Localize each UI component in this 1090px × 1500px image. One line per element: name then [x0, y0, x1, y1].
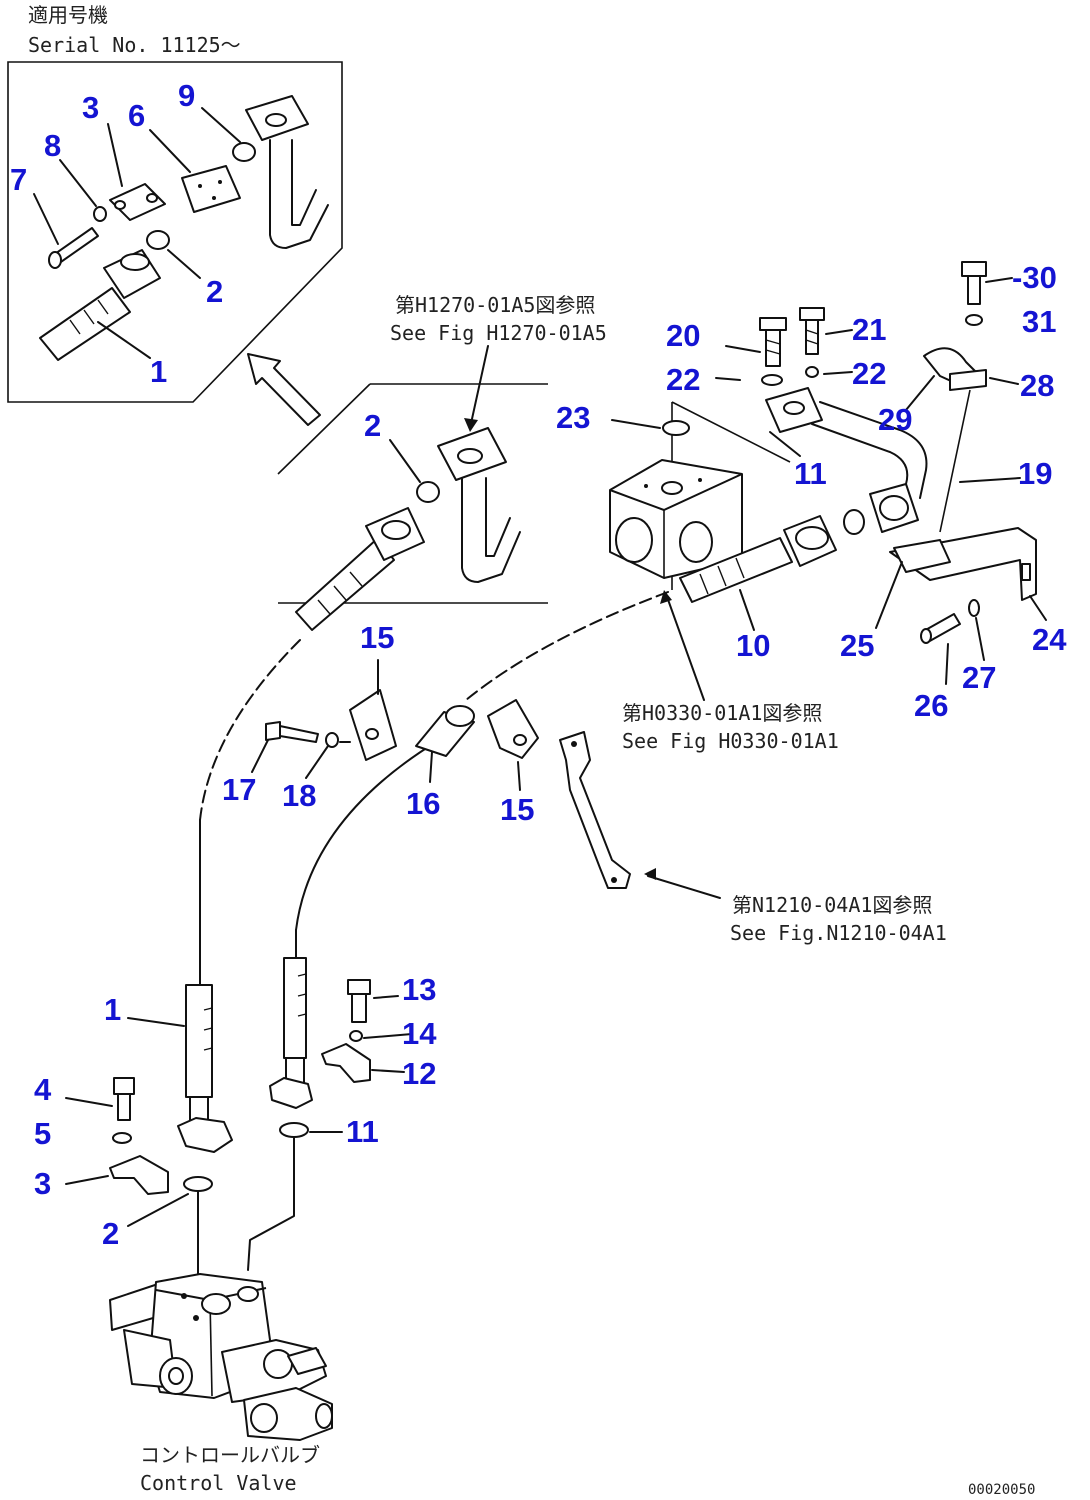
- washer-22-left: [761, 374, 783, 386]
- callout-5: 5: [34, 1116, 51, 1151]
- callout-22-right: 22: [852, 356, 886, 391]
- callout-19: 19: [1018, 456, 1052, 491]
- reference-h1270-en: See Fig H1270-01A5: [390, 321, 607, 345]
- serial-number-label: Serial No. 11125〜: [28, 33, 241, 57]
- callout-30: -30: [1012, 260, 1057, 295]
- bolt-30: [961, 261, 987, 305]
- callout-3-inset: 3: [82, 90, 99, 125]
- callout-10: 10: [736, 628, 770, 663]
- callout-9-inset: 9: [178, 78, 195, 113]
- o-ring-11-top: [843, 509, 865, 535]
- clamp-15-left: [349, 689, 397, 761]
- o-ring-23: [662, 420, 690, 436]
- pipe-1-lower: [177, 984, 233, 1153]
- reference-h0330-en: See Fig H0330-01A1: [622, 729, 839, 753]
- inset-plate: [181, 165, 241, 213]
- callout-27: 27: [962, 660, 996, 695]
- callout-1-lower: 1: [104, 992, 121, 1027]
- washer-14: [349, 1030, 363, 1042]
- callout-23: 23: [556, 400, 590, 435]
- callout-2-inset: 2: [206, 274, 223, 309]
- callout-14: 14: [402, 1016, 437, 1051]
- inset-washer: [93, 206, 107, 222]
- inset-arrow-icon: [247, 353, 321, 426]
- split-flange-12: [321, 1043, 371, 1083]
- callout-28: 28: [1020, 368, 1054, 403]
- applicable-models-label: 適用号機: [28, 3, 108, 27]
- clamp-16: [415, 705, 475, 757]
- callout-29: 29: [878, 402, 912, 437]
- bolt-4: [113, 1077, 135, 1121]
- washer-31: [965, 314, 983, 326]
- bracket-24: [889, 527, 1037, 601]
- callout-11-lower: 11: [346, 1114, 379, 1149]
- washer-22-right: [805, 366, 819, 378]
- inset-o-ring-9: [232, 142, 256, 162]
- callout-25: 25: [840, 628, 874, 663]
- callout-3-lower: 3: [34, 1166, 51, 1201]
- reference-n1210-jp: 第N1210-04A1図参照: [732, 893, 932, 917]
- callout-17: 17: [222, 772, 256, 807]
- callout-15-right: 15: [500, 792, 534, 827]
- reference-h0330-jp: 第H0330-01A1図参照: [622, 701, 822, 725]
- bolt-17: [265, 721, 319, 743]
- inset-detail: 1 2 3 6 7 8 9: [7, 61, 343, 403]
- hose-10: [679, 509, 865, 603]
- callout-24: 24: [1032, 622, 1067, 657]
- callout-18: 18: [282, 778, 316, 813]
- bolt-26: [920, 613, 961, 644]
- inset-pipe: [39, 249, 161, 361]
- o-ring-11-lower: [279, 1122, 309, 1138]
- footer-code: 00020050: [968, 1482, 1035, 1498]
- reference-n1210-en: See Fig.N1210-04A1: [730, 921, 947, 945]
- bracket-n1210: [559, 731, 631, 889]
- valve-block: [609, 401, 791, 590]
- callout-12: 12: [402, 1056, 436, 1091]
- clamp-29-28: [923, 347, 987, 533]
- callout-22-left: 22: [666, 362, 700, 397]
- callout-7-inset: 7: [10, 162, 27, 197]
- inset-o-ring: [146, 230, 170, 250]
- inset-split-flange: [109, 183, 166, 221]
- callout-16: 16: [406, 786, 440, 821]
- callout-20: 20: [666, 318, 700, 353]
- o-ring-2-lower: [183, 1176, 213, 1192]
- split-flange-3: [109, 1155, 169, 1195]
- callout-1-inset: 1: [150, 354, 167, 389]
- callout-31: 31: [1022, 304, 1056, 339]
- washer-27: [968, 599, 980, 617]
- callout-4: 4: [34, 1072, 52, 1107]
- callout-13: 13: [402, 972, 436, 1007]
- callout-8-inset: 8: [44, 128, 61, 163]
- clamp-15-right: [487, 699, 539, 759]
- component-label-en: Control Valve: [140, 1471, 297, 1495]
- control-valve: [109, 1273, 333, 1441]
- hose-10-path: [465, 591, 669, 701]
- bolt-21: [799, 307, 825, 355]
- callout-2-top: 2: [364, 408, 381, 443]
- callout-11-top: 11: [794, 456, 827, 491]
- callout-26: 26: [914, 688, 948, 723]
- callout-2-lower: 2: [102, 1216, 119, 1251]
- reference-detail-h1270: [277, 345, 548, 631]
- pipe-19: [765, 387, 928, 533]
- inset-frame: [7, 61, 343, 403]
- washer-18: [325, 732, 339, 748]
- component-label-jp: コントロールバルブ: [140, 1443, 320, 1467]
- callout-15-left: 15: [360, 620, 394, 655]
- bolt-20: [759, 317, 787, 367]
- hose-1-path: [199, 639, 301, 821]
- bolt-13: [347, 979, 371, 1023]
- reference-h1270-jp: 第H1270-01A5図参照: [395, 293, 595, 317]
- washer-5: [112, 1132, 132, 1144]
- callout-6-inset: 6: [128, 98, 145, 133]
- pipe-10-lower: [269, 957, 313, 1109]
- callout-21: 21: [852, 312, 886, 347]
